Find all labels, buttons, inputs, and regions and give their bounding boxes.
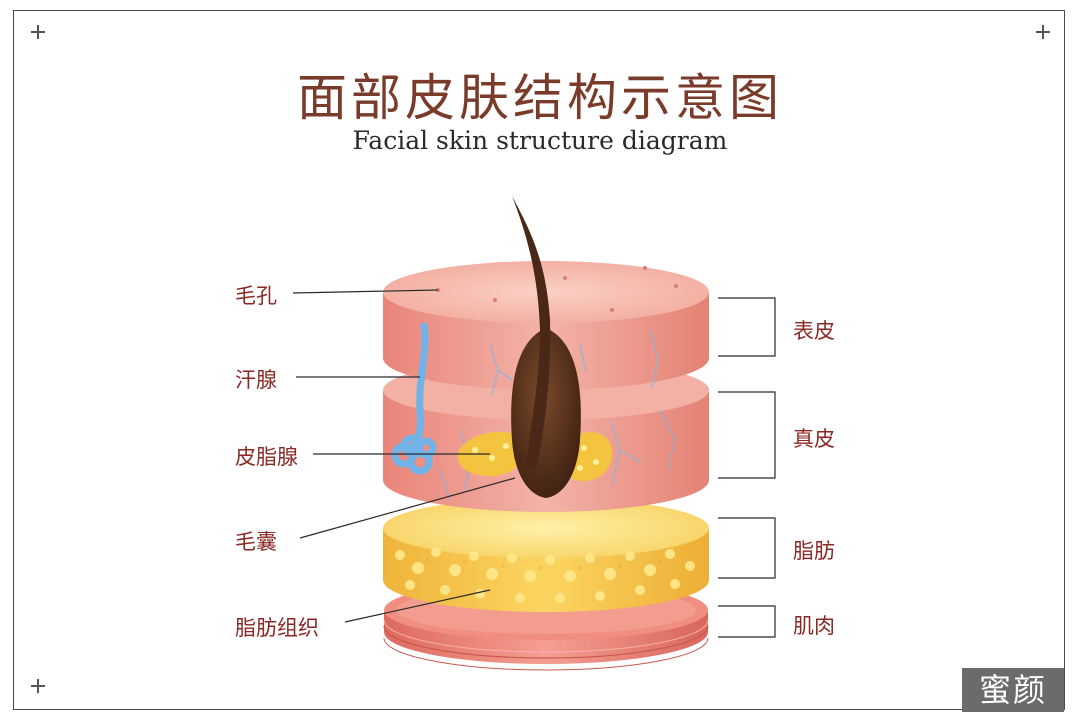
- sweat-gland: [391, 322, 437, 475]
- title-chinese: 面部皮肤结构示意图: [297, 69, 783, 127]
- label-sweat-gland: 汗腺: [235, 368, 277, 392]
- title-english: Facial skin structure diagram: [352, 126, 728, 155]
- label-pore: 毛孔: [235, 284, 277, 308]
- label-sebaceous-gland: 皮脂腺: [235, 445, 298, 469]
- fat-layer: [383, 498, 709, 612]
- sebaceous-gland: [457, 431, 613, 482]
- diagram-frame: [13, 10, 1065, 710]
- label-adipose-tissue: 脂肪组织: [235, 616, 319, 640]
- label-epidermis: 表皮: [793, 319, 835, 343]
- hair-follicle: [511, 196, 581, 498]
- label-hair-follicle: 毛囊: [235, 530, 277, 554]
- label-fat: 脂肪: [793, 539, 835, 563]
- leader-lines: [292, 289, 516, 623]
- corner-mark-bottom-left: [31, 679, 45, 693]
- layer-brackets: [718, 297, 776, 638]
- label-dermis: 真皮: [793, 427, 835, 451]
- corner-mark-top-left: [31, 25, 45, 39]
- watermark: 蜜颜: [962, 668, 1064, 712]
- corner-mark-top-right: [1036, 25, 1050, 39]
- label-muscle: 肌肉: [793, 614, 835, 638]
